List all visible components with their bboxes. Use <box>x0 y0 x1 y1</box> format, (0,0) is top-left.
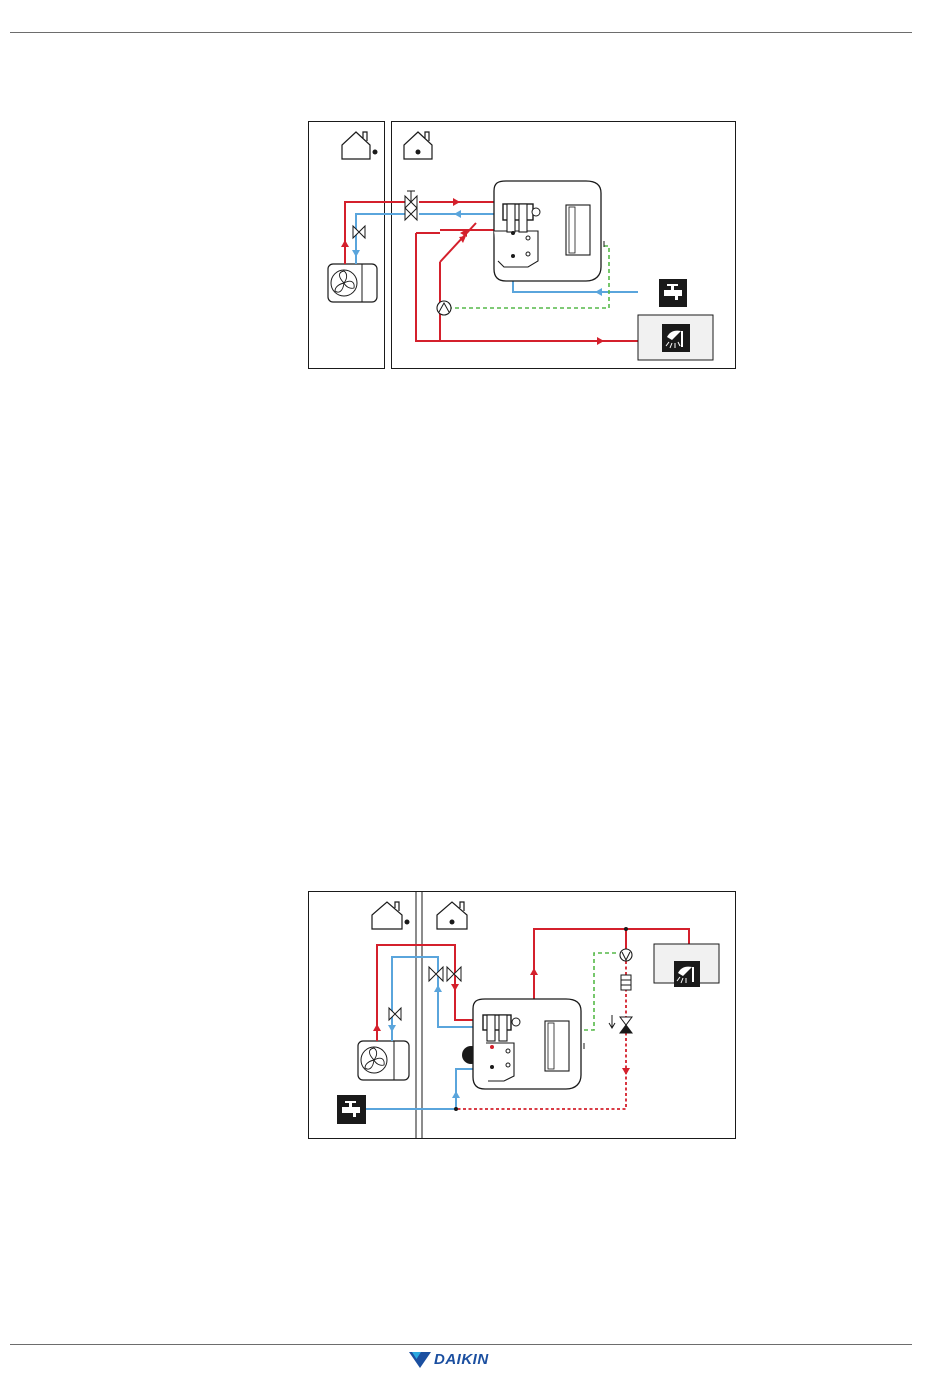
shutoff-valve-icon <box>353 226 365 238</box>
shower-icon <box>654 944 719 987</box>
indoor-house-icon <box>404 132 432 159</box>
heat-pump-unit-icon <box>494 181 604 281</box>
installation-diagram-2 <box>308 891 736 1139</box>
brand-wordmark: DAIKIN <box>434 1349 489 1371</box>
cold-tap-icon <box>659 279 687 307</box>
shutoff-valve-icon <box>429 967 461 981</box>
three-way-valve-icon <box>405 191 417 220</box>
circulation-pump-icon <box>437 301 451 315</box>
daikin-logo-mark-icon <box>409 1352 431 1368</box>
shutoff-valve-icon <box>389 1008 401 1020</box>
heat-pump-unit-icon <box>473 999 584 1089</box>
header-rule <box>10 32 912 33</box>
outdoor-house-icon <box>342 132 378 159</box>
check-valve-icon <box>609 1015 632 1033</box>
outdoor-unit-icon <box>328 264 377 302</box>
installation-diagram-1 <box>308 121 736 369</box>
outdoor-house-icon <box>372 902 410 929</box>
outdoor-unit-icon <box>358 1041 409 1080</box>
indoor-house-icon <box>437 902 467 929</box>
cold-tap-icon <box>337 1095 366 1124</box>
circulation-pump-icon <box>620 949 632 961</box>
shower-icon <box>638 315 713 360</box>
footer-rule <box>10 1344 912 1345</box>
daikin-logo: DAIKIN <box>409 1349 513 1371</box>
filter-icon <box>621 975 631 990</box>
